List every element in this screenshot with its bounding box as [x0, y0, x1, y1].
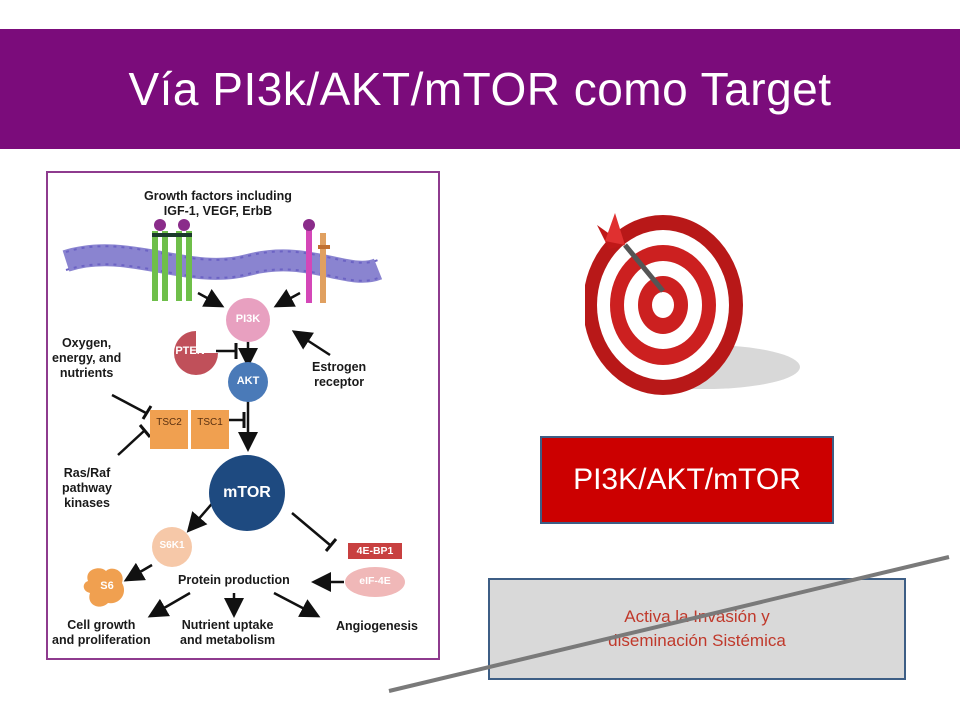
pten-node	[174, 331, 218, 375]
title-bar: Vía PI3k/AKT/mTOR como Target	[0, 29, 960, 149]
s6-label: S6	[100, 580, 114, 592]
pten-label: PTEN	[175, 345, 205, 357]
invasion-box: Activa la Invasión y diseminación Sistém…	[488, 578, 906, 680]
slide-title: Vía PI3k/AKT/mTOR como Target	[128, 63, 832, 115]
pathway-box: PI3K/AKT/mTOR	[540, 436, 834, 524]
s6k1-label: S6K1	[159, 540, 185, 551]
pi3k-label: PI3K	[235, 313, 261, 325]
invasion-line-2: diseminación Sistémica	[608, 631, 786, 650]
tsc2-label: TSC2	[156, 417, 182, 428]
pi3k-node	[226, 298, 270, 342]
estrogen-receptor-label: Estrogen receptor	[312, 360, 367, 389]
tsc1-node	[191, 410, 229, 449]
eif-4e-label: eIF-4E	[359, 575, 391, 587]
s6-node	[83, 568, 125, 607]
4e-bp1-node	[348, 543, 402, 559]
4e-bp1-label: 4E-BP1	[356, 545, 394, 557]
nutrient-uptake-label: Nutrient uptake and metabolism	[180, 618, 276, 647]
s6k1-node	[152, 527, 192, 567]
pathway-diagram: Growth factors including IGF-1, VEGF, Er…	[46, 171, 440, 660]
receptor-green	[152, 219, 192, 301]
dart-target-icon	[583, 205, 800, 405]
invasion-line-1: Activa la Invasión y	[624, 607, 770, 626]
protein-production-label: Protein production	[178, 573, 290, 587]
pathway-diagram-graphics	[62, 219, 405, 618]
tsc2-node	[150, 410, 188, 449]
ras-raf-label: Ras/Raf pathway kinases	[62, 466, 113, 510]
pathway-box-label: PI3K/AKT/mTOR	[573, 463, 801, 496]
akt-node	[228, 362, 268, 402]
oxygen-label: Oxygen, energy, and nutrients	[52, 336, 122, 380]
angiogenesis-label: Angiogenesis	[336, 619, 418, 633]
mtor-label: mTOR	[223, 484, 271, 501]
mtor-node	[209, 455, 285, 531]
cell-membrane	[62, 244, 383, 283]
receptor-pink	[303, 219, 330, 303]
tsc1-label: TSC1	[197, 417, 223, 428]
cell-growth-label: Cell growth and proliferation	[52, 618, 151, 647]
growth-factors-label: Growth factors including IGF-1, VEGF, Er…	[144, 189, 292, 218]
akt-label: AKT	[236, 375, 260, 387]
